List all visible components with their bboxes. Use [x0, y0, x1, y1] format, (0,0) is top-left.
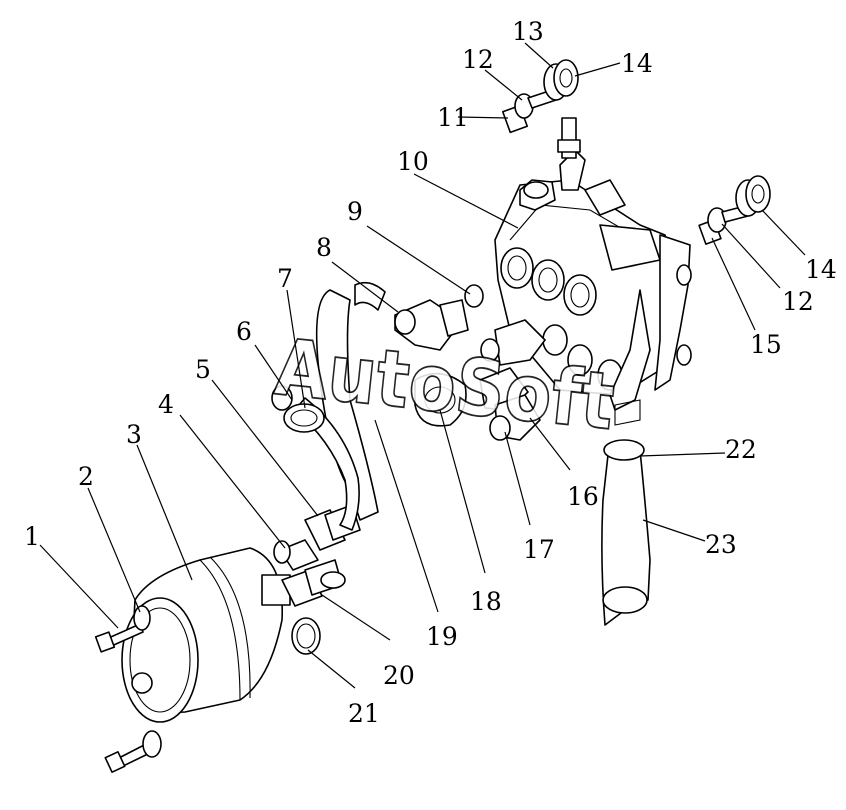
callout-3: 3 [126, 420, 142, 449]
elbow-fitting [394, 299, 469, 351]
o-ring-9 [464, 284, 484, 308]
mount-bolt-right [698, 175, 771, 245]
callout-22: 22 [725, 435, 757, 464]
callout-labels: 1 2 3 4 5 6 7 8 9 10 11 12 13 14 14 12 1… [24, 17, 837, 728]
return-hose [601, 399, 651, 626]
callout-4: 4 [158, 390, 174, 419]
callout-7: 7 [277, 264, 293, 293]
mount-bolt-top [501, 59, 579, 134]
fitting-group-right [414, 319, 546, 441]
callout-18: 18 [470, 587, 502, 616]
bolt-upper [94, 605, 151, 653]
callout-12b: 12 [782, 287, 814, 316]
callout-5: 5 [195, 355, 211, 384]
callout-16: 16 [567, 482, 599, 511]
callout-21: 21 [348, 699, 380, 728]
callout-1: 1 [24, 522, 40, 551]
leader-lines [39, 42, 806, 689]
callout-15: 15 [750, 330, 782, 359]
callout-14a: 14 [621, 49, 653, 78]
callout-8: 8 [316, 233, 332, 262]
filter-canister [121, 547, 291, 723]
fitting-cluster [273, 504, 361, 655]
callout-9: 9 [347, 197, 363, 226]
callout-23: 23 [705, 530, 737, 559]
callout-2: 2 [78, 462, 94, 491]
callout-20: 20 [383, 661, 415, 690]
callout-12a: 12 [462, 45, 494, 74]
callout-14b: 14 [805, 255, 837, 284]
callout-17: 17 [523, 535, 555, 564]
bolt-lower [104, 730, 162, 774]
callout-10: 10 [397, 147, 429, 176]
callout-6: 6 [236, 317, 252, 346]
callout-13: 13 [512, 17, 544, 46]
callout-19: 19 [426, 622, 458, 651]
callout-11: 11 [437, 103, 469, 132]
